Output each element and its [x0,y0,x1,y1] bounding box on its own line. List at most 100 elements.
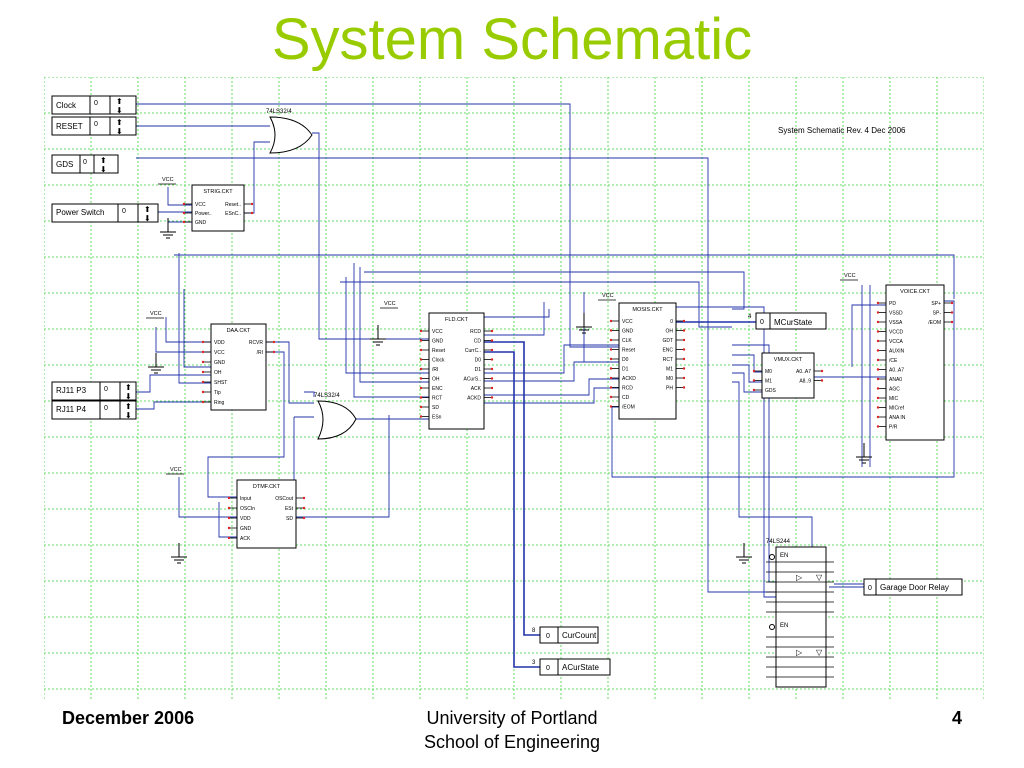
switch-clock[interactable]: Clock 0 ⬆ ⬇ [51,95,137,115]
chip-mosis-pin: RCT [663,357,673,363]
ground-icon [856,443,872,464]
chip-mosis-pin: /EOM [622,405,635,411]
switch-gds[interactable]: GDS 0 ⬆ ⬇ [51,154,119,174]
switch-rj11-p4-label: RJ11 P4 [56,405,87,414]
chip-fld-pin: CurrC.. [465,348,481,354]
buffer-en-top: EN [780,553,788,559]
chip-fld-pin: Clock [432,358,445,364]
switch-power-label: Power Switch [56,208,104,217]
chip-mosis-pin: CLK [622,338,632,344]
chip-mosis-pin: M1 [666,367,673,373]
switch-power[interactable]: Power Switch 0 ⬆ ⬇ [51,203,159,223]
chip-voice-pin: MIC [889,396,899,402]
chip-dtmf-pin: SD [286,516,293,522]
down-arrow-icon: ⬇ [125,411,132,420]
switch-reset[interactable]: RESET 0 ⬆ ⬇ [51,116,137,136]
chip-mosis-pin: OH [666,329,674,335]
or-gate-top: 74LS32/4 [266,109,313,154]
chip-daa-pin: Tip [214,390,221,396]
buffer-triangle-icon: ▷ [796,573,803,582]
buffer-74ls244: 74LS244 EN EN ▷ ▽ ▷ ▽ [766,539,834,688]
probe-garage-door-relay: 0 Garage Door Relay [863,578,963,596]
chip-dtmf-pin: ESt [285,506,294,512]
chip-strig-pin: VCC [195,202,206,208]
chip-fld-pin: ACKD [467,396,481,402]
chip-voice-pin: AUXIN [889,349,905,355]
switch-rj11-p3[interactable]: RJ11 P3 0 ⬆ ⬇ [51,381,137,401]
probe-acurstate: 0 ACurState 3 [532,658,611,676]
chip-voice-pin: /CE [889,358,898,364]
probe-acurstate-value: 0 [546,665,550,672]
switch-clock-label: Clock [56,101,77,110]
down-arrow-icon: ⬇ [116,127,123,136]
chip-strig-pin: ESnC.. [225,211,241,217]
chip-strig-pin: GND [195,220,207,226]
chip-mux-name: VMUX.CKT [774,357,803,363]
chip-voice-pin: SP- [933,311,942,317]
vcc-supply: VCC [158,177,176,185]
footer-organization: University of Portland School of Enginee… [362,706,662,754]
switch-rj11-p4[interactable]: RJ11 P4 0 ⬆ ⬇ [51,400,137,420]
chip-voice-pin: PD [889,301,896,307]
chip-dtmf-pin: VDD [240,516,251,522]
chip-daa-pin: GND [214,360,226,366]
up-arrow-icon: ⬆ [144,205,151,214]
footer-school: School of Engineering [423,732,601,752]
chip-daa-pin: Ring [214,400,225,406]
ground-icon [576,313,592,334]
probe-mcurstate-value: 0 [760,319,764,326]
footer-date: December 2006 [62,708,195,728]
vcc-label: VCC [150,311,162,317]
chip-voice-pin: MICref [889,406,905,412]
chip-fld-pin: RCT [432,396,442,402]
vcc-supply: VCC [598,293,616,301]
chip-fld-pin: SD [432,405,439,411]
probe-mcurstate-label: MCurState [774,318,813,327]
chip-mosis-pin: Reset [622,348,636,354]
chip-daa-pin: VCC [214,350,225,356]
chip-daa-pin: OH [214,370,222,376]
chip-dtmf-pin: GND [240,526,252,532]
probe-mcurstate: 0 MCurState 4 [748,312,827,330]
switch-reset-label: RESET [56,122,83,131]
switch-rj11-p3-value: 0 [104,386,108,393]
chip-mosis-pin: GND [622,329,634,335]
switch-gds-label: GDS [56,160,73,169]
probe-curcount-value: 0 [546,633,550,640]
chip-voice-pin: A0..A7 [889,368,904,374]
chip-fld-pin: ENC [432,386,443,392]
or-gate-mid: 74LS32/4 [314,393,357,440]
vcc-label: VCC [170,467,182,473]
system-schematic-diagram: System Schematic Rev. 4 Dec 2006 [44,77,984,700]
chip-dtmf-pin: ACK [240,536,251,542]
chip-dtmf-pin: OSCout [275,496,293,502]
chip-fld-pin: CD [474,339,482,345]
up-arrow-icon: ⬆ [116,97,123,106]
chip-mosis-pin: ACKD [622,376,636,382]
chip-voice-pin: SP+ [931,301,941,307]
chip-voice-pin: VSSA [889,320,903,326]
down-arrow-icon: ⬇ [144,214,151,223]
chip-mosis-pin: ENC [662,348,673,354]
chip-fld-pin: OH [432,377,440,383]
chip-daa-pin: RCVR [249,340,264,346]
schematic-header-note: System Schematic Rev. 4 Dec 2006 [778,126,906,135]
probe-acurstate-label: ACurState [562,663,599,672]
probe-garage-value: 0 [868,585,872,592]
buffer-triangle-icon: ▷ [796,648,803,657]
footer-page-number: 4 [951,708,962,728]
probe-mcurstate-width: 4 [748,314,752,320]
chip-mosis-pin: VCC [622,319,633,325]
chip-dtmf-name: DTMF.CKT [253,484,281,490]
chip-daa-pin: SHST [214,380,227,386]
chip-mux-pin: GDS [765,388,777,394]
buffer-triangle-icon: ▽ [816,648,823,657]
vcc-labels: VCC VCC VCC VCC VCC VCC [146,177,858,475]
switch-rj11-p3-label: RJ11 P3 [56,386,87,395]
vcc-supply: VCC [166,467,184,475]
vcc-supply: VCC [380,301,398,309]
chip-voice-pin: ANA IN [889,415,906,421]
chip-fld-pin: /RI [432,367,438,373]
